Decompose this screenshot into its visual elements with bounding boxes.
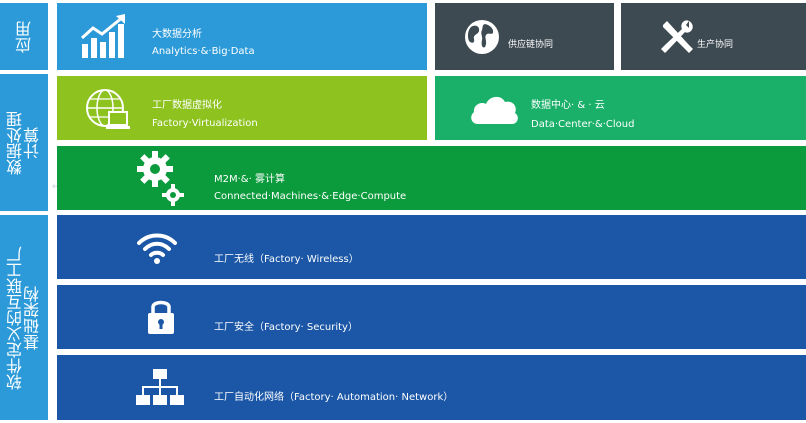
padlock-icon: [148, 300, 174, 334]
tile-m2m-en: Connected·Machines·&·Edge·Compute: [214, 191, 407, 202]
side-label-app-text: 应用: [14, 20, 34, 53]
tile-wireless-text: 工厂无线（Factory· Wireless）: [214, 254, 359, 265]
tools-icon: [661, 20, 693, 53]
tile-analytics-cn: 大数据分析: [152, 29, 202, 40]
tile-datacenter-en: Data·Center·&·Cloud: [531, 119, 635, 130]
cloud-icon: [471, 96, 518, 124]
tile-supply-chain-cn: 供应链协同: [508, 40, 554, 50]
side-label-data: 数据处理 计算: [0, 74, 48, 211]
tile-production-cn: 生产协同: [697, 40, 734, 50]
tile-virtualization-en: Factory·Virtualization: [152, 118, 258, 129]
tile-network-text: 工厂自动化网络（Factory· Automation· Network）: [214, 392, 454, 403]
tile-virtualization-cn: 工厂数据虚拟化: [152, 100, 222, 111]
tile-wireless[interactable]: 工厂无线（Factory· Wireless）: [57, 215, 806, 279]
tile-datacenter[interactable]: 数据中心· & · 云 Data·Center·&·Cloud: [435, 76, 806, 140]
paragraph-mark: ↵: [52, 182, 60, 192]
tile-datacenter-cn: 数据中心· & · 云: [531, 100, 605, 111]
tile-security[interactable]: 工厂安全（Factory· Security）: [57, 285, 806, 349]
side-label-app: 应用: [0, 3, 48, 70]
tile-network[interactable]: 工厂自动化网络（Factory· Automation· Network）: [57, 355, 806, 420]
side-label-infra-text: 软件定义的互联工厂 基础架构: [6, 245, 42, 390]
tile-m2m-cn: M2M·&· 雾计算: [214, 174, 285, 185]
wifi-icon: [137, 233, 177, 264]
tile-supply-chain[interactable]: 供应链协同: [435, 3, 614, 70]
network-icon: [136, 369, 184, 405]
tile-production[interactable]: 生产协同: [621, 3, 806, 70]
globe-monitor-icon: [86, 89, 130, 129]
tile-m2m[interactable]: M2M·&· 雾计算 Connected·Machines·&·Edge·Com…: [57, 146, 806, 210]
tile-virtualization[interactable]: 工厂数据虚拟化 Factory·Virtualization: [57, 76, 427, 140]
tile-analytics[interactable]: 大数据分析 Analytics·&·Big·Data: [57, 3, 427, 70]
tile-analytics-en: Analytics·&·Big·Data: [152, 46, 255, 57]
side-label-infra: 软件定义的互联工厂 基础架构: [0, 215, 48, 420]
tile-security-text: 工厂安全（Factory· Security）: [214, 322, 358, 333]
gears-icon: [137, 151, 184, 206]
globe-icon: [465, 20, 499, 54]
side-label-data-text: 数据处理 计算: [6, 110, 42, 175]
chart-up-icon: [80, 14, 125, 58]
